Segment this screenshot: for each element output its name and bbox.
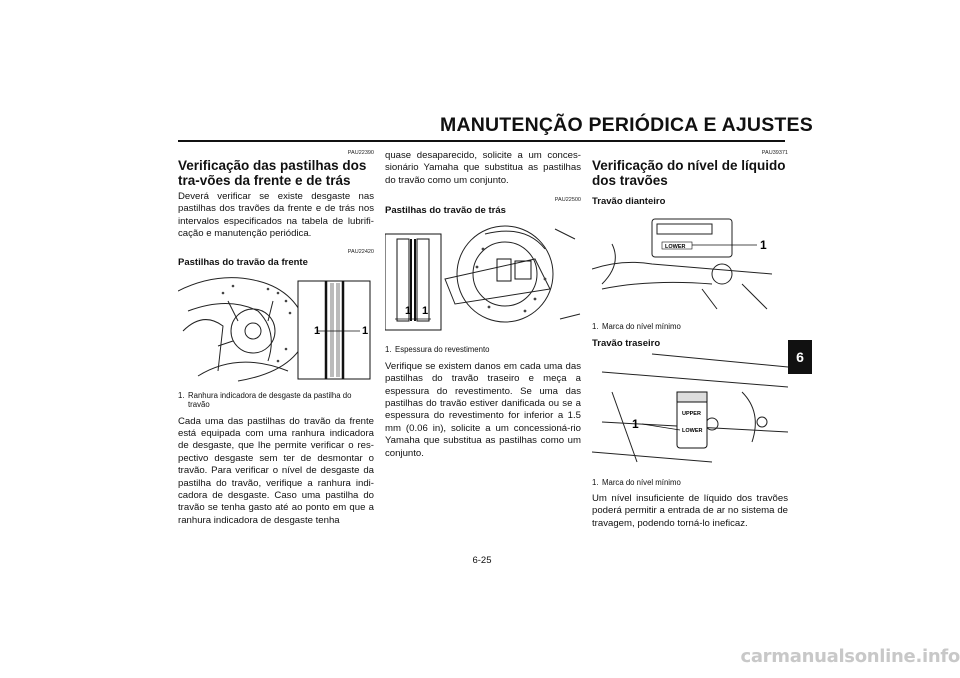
page-header-title: MANUTENÇÃO PERIÓDICA E AJUSTES bbox=[440, 114, 813, 136]
figure-callout-1: 1 bbox=[362, 325, 368, 337]
header-rule bbox=[178, 140, 785, 142]
caption-text: Espessura do revestimento bbox=[395, 345, 490, 355]
caption-number: 1. bbox=[385, 345, 392, 355]
body-paragraph: Um nível insuficiente de líquido dos tra… bbox=[592, 493, 788, 529]
subheading-front-brake: Travão dianteiro bbox=[592, 196, 666, 207]
rear-brake-illustration: 1 1 bbox=[384, 225, 581, 331]
figure-caption: 1. Espessura do revestimento bbox=[385, 345, 581, 355]
caption-text: Ranhura indicadora de desgaste da pastil… bbox=[188, 390, 352, 410]
front-brake-pad-figure: 1 1 bbox=[177, 271, 374, 388]
figure-callout-1: 1 bbox=[632, 417, 639, 431]
figure-callout-1: 1 bbox=[314, 325, 320, 337]
figure-callout-1: 1 bbox=[760, 238, 767, 252]
rear-reservoir-illustration: UPPER LOWER 1 bbox=[591, 353, 789, 462]
body-paragraph: Verifique se existem danos em cada uma d… bbox=[385, 360, 581, 459]
lower-mark-label: LOWER bbox=[665, 244, 685, 250]
section-heading-pad-check: Verificação das pastilhas dos tra-vões d… bbox=[178, 158, 367, 188]
subheading-rear-pads: Pastilhas do travão de trás bbox=[385, 205, 506, 217]
column-1: PAU22390 Verificação das pastilhas dos t… bbox=[177, 150, 374, 527]
caption-number: 1. bbox=[592, 322, 599, 331]
rear-brake-pad-figure: 1 1 bbox=[384, 219, 581, 342]
upper-mark-label: UPPER bbox=[682, 411, 701, 417]
watermark: carmanualsonline.info bbox=[740, 646, 960, 667]
body-paragraph: Cada uma das pastilhas do travão da fren… bbox=[178, 415, 374, 526]
caption-text: Marca do nível mínimo bbox=[602, 477, 681, 487]
lower-mark-label: LOWER bbox=[682, 428, 702, 434]
figure-caption: 1. Marca do nível mínimo bbox=[592, 322, 788, 332]
chapter-tab: 6 bbox=[788, 340, 812, 374]
page-number: 6-25 bbox=[472, 555, 492, 566]
section-code: PAU22390 bbox=[347, 150, 374, 156]
caption-number: 1. bbox=[592, 477, 599, 487]
caption-number: 1. bbox=[178, 390, 185, 400]
figure-caption: 1. Marca do nível mínimo bbox=[592, 478, 788, 488]
section-heading-fluid-level: Verificação do nível de líquido dos trav… bbox=[592, 158, 786, 188]
caption-text: Marca do nível mínimo bbox=[602, 322, 681, 331]
section-code: PAU39371 bbox=[761, 150, 788, 156]
figure-callout-1: 1 bbox=[405, 305, 411, 317]
subheading-front-pads: Pastilhas do travão da frente bbox=[178, 256, 308, 268]
column-2: quase desaparecido, solicite a um conces… bbox=[384, 150, 581, 460]
figure-callout-1: 1 bbox=[422, 305, 428, 317]
column-3: PAU39371 Verificação do nível de líquido… bbox=[591, 150, 789, 530]
figure-caption: 1. Ranhura indicadora de desgaste da pas… bbox=[178, 391, 374, 410]
front-reservoir-illustration: LOWER 1 bbox=[591, 218, 773, 310]
rear-reservoir-figure: UPPER LOWER 1 bbox=[591, 352, 789, 475]
intro-paragraph: Deverá verificar se existe desgaste nas … bbox=[178, 191, 374, 240]
front-reservoir-figure: LOWER 1 bbox=[591, 214, 788, 319]
section-code: PAU22500 bbox=[554, 197, 581, 204]
subheading-rear-brake: Travão traseiro bbox=[592, 337, 661, 349]
continuation-paragraph: quase desaparecido, solicite a um conces… bbox=[385, 150, 581, 186]
front-brake-illustration: 1 1 bbox=[177, 276, 371, 382]
section-code: PAU22420 bbox=[347, 248, 374, 255]
